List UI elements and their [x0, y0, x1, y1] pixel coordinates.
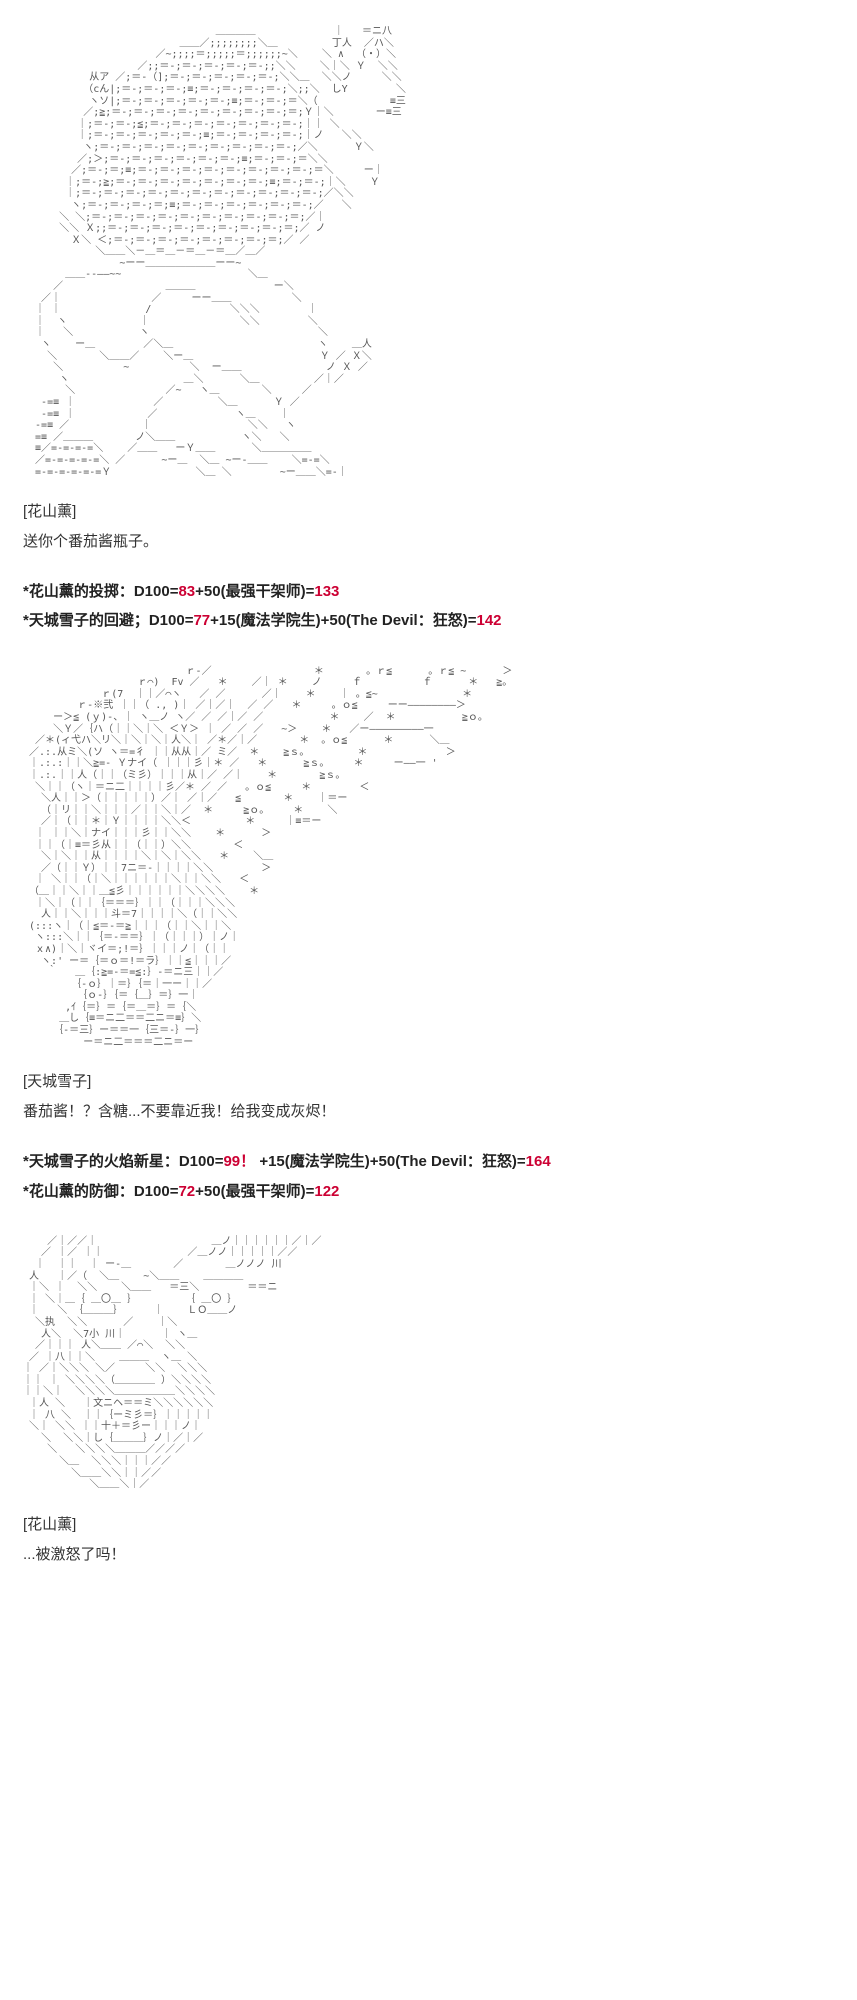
roll-modifiers: +15(魔法学院生)+50(The Devil：狂怒)=: [210, 612, 477, 630]
roll-line-yukiko-dodge: *天城雪子的回避；D100=77+15(魔法学院生)+50(The Devil：…: [23, 606, 839, 635]
roll-line-hanayama-throw: *花山薰的投掷：D100=83+50(最强干架师)=133: [23, 577, 839, 606]
scene-3: ／｜／／｜ ＿ノ｜｜｜｜｜｜／｜／ ／ ｜／ ｜｜ ／＿ノノ｜｜｜｜｜／／ ｜ …: [23, 1236, 839, 1564]
roll-modifiers: +50(最强干架师)=: [195, 583, 315, 601]
roll-modifiers: +50(最强干架师)=: [195, 1182, 315, 1200]
roll-total: 122: [314, 1182, 340, 1200]
ascii-art-hanayama-face: ／｜／／｜ ＿ノ｜｜｜｜｜｜／｜／ ／ ｜／ ｜｜ ／＿ノノ｜｜｜｜｜／／ ｜ …: [23, 1235, 322, 1491]
dialogue-line-hanayama-2: ...被激怒了吗！: [23, 1545, 126, 1563]
roll-line-yukiko-agidyne: *天城雪子的火焰新星：D100=99！ +15(魔法学院生)+50(The De…: [23, 1147, 839, 1176]
roll-value: 72: [178, 1182, 196, 1200]
roll-total: 164: [525, 1153, 551, 1171]
roll-line-hanayama-defense: *花山薰的防御：D100=72+50(最强干架师)=122: [23, 1177, 839, 1206]
dialogue-line-yukiko: 番茄酱！？含糖...不要靠近我！给我变成灰烬！: [23, 1103, 336, 1121]
roll-modifiers: +15(魔法学院生)+50(The Devil：狂怒)=: [255, 1153, 526, 1171]
scene-1: ＿＿＿＿ ｜ ＝ニ八 ＿＿／;;;;;;;;＼＿ 丁人 ／ハ＼ ／~;;;;＝;…: [23, 26, 839, 551]
scene-2: ｒ-／ ＊ 。ｒ≦ 。ｒ≦ ~ ＞ ｒ⌒) Fv ／ ＊ ／｜ ＊ ノ ｆ ｆ …: [23, 666, 839, 1122]
post-content: ＿＿＿＿ ｜ ＝ニ八 ＿＿／;;;;;;;;＼＿ 丁人 ／ハ＼ ／~;;;;＝;…: [23, 26, 839, 1564]
speaker-name-hanayama-2: [花山薰]: [23, 1515, 77, 1533]
roll-total: 142: [476, 612, 502, 630]
roll-value: 99！: [223, 1153, 256, 1171]
roll-value: 77: [193, 612, 211, 630]
roll-value: 83: [178, 583, 196, 601]
roll-total: 133: [314, 583, 340, 601]
roll-prefix: *天城雪子的火焰新星：D100=: [23, 1153, 224, 1171]
ascii-art-yukiko-flames: ｒ-／ ＊ 。ｒ≦ 。ｒ≦ ~ ＞ ｒ⌒) Fv ／ ＊ ／｜ ＊ ノ ｆ ｆ …: [29, 665, 513, 1048]
speaker-name-hanayama: [花山薰]: [23, 503, 77, 521]
dice-roll-block-1: *花山薰的投掷：D100=83+50(最强干架师)=133 *天城雪子的回避；D…: [23, 577, 839, 636]
roll-prefix: *天城雪子的回避；D100=: [23, 612, 194, 630]
roll-prefix: *花山薰的防御：D100=: [23, 1182, 179, 1200]
dice-roll-block-2: *天城雪子的火焰新星：D100=99！ +15(魔法学院生)+50(The De…: [23, 1147, 839, 1206]
roll-prefix: *花山薰的投掷：D100=: [23, 583, 179, 601]
speaker-name-yukiko: [天城雪子]: [23, 1073, 92, 1091]
dialogue-line-hanayama: 送你个番茄酱瓶子。: [23, 533, 159, 551]
ascii-art-hanayama-attack: ＿＿＿＿ ｜ ＝ニ八 ＿＿／;;;;;;;;＼＿ 丁人 ／ハ＼ ／~;;;;＝;…: [35, 26, 406, 478]
